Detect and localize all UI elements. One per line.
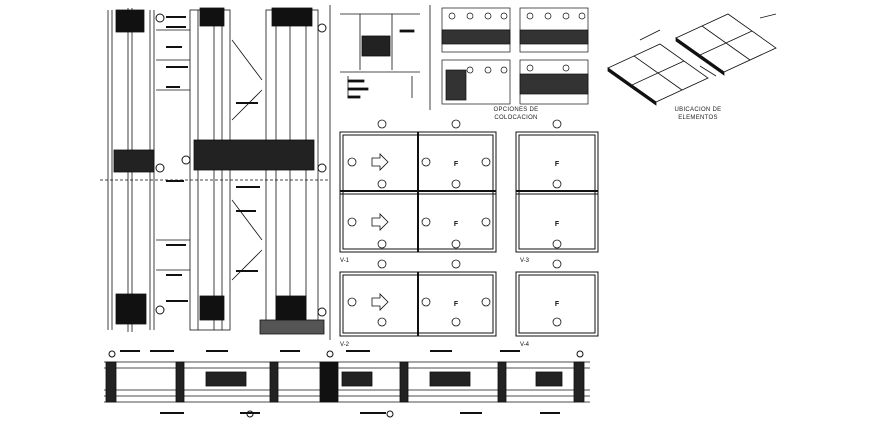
horizontal-section-strip [104, 361, 590, 403]
element-location-label-1: UBICACION DE [675, 107, 722, 113]
window-v1-label: V-1 [340, 258, 350, 264]
placement-options-label-1: OPCIONES DE [494, 107, 539, 113]
section-left-callouts [155, 13, 188, 315]
v1-fixed-pane-top: F [454, 161, 459, 168]
v2-fixed-pane: F [454, 301, 459, 308]
v3-fixed-pane-bottom: F [555, 221, 560, 228]
sliding-arrow-icon [371, 293, 389, 311]
window-v3-label: V-3 [520, 258, 530, 264]
element-location-label-2: ELEMENTOS [678, 115, 718, 121]
v4-fixed-pane: F [555, 301, 560, 308]
window-v1-elevation [339, 131, 497, 253]
window-v4-label: V-4 [520, 342, 530, 348]
window-v2-label: V-2 [340, 342, 350, 348]
section-center-callouts [181, 23, 327, 317]
horizontal-section-callouts [108, 350, 584, 418]
placement-options-grid [441, 7, 589, 105]
placement-options-label-2: COLOCACION [494, 115, 537, 121]
window-v4-elevation [515, 271, 599, 337]
v3-fixed-pane-top: F [555, 161, 560, 168]
v1-fixed-pane-bottom: F [454, 221, 459, 228]
vertical-section-center [189, 5, 331, 340]
detail-bubble-icon [347, 119, 562, 327]
window-v2-elevation [339, 271, 497, 337]
isometric-element-layout [607, 13, 777, 106]
window-v3-elevation [515, 131, 599, 253]
detail-head-section [340, 5, 431, 110]
vertical-section-left [100, 8, 330, 332]
sliding-arrow-icon [371, 153, 389, 231]
